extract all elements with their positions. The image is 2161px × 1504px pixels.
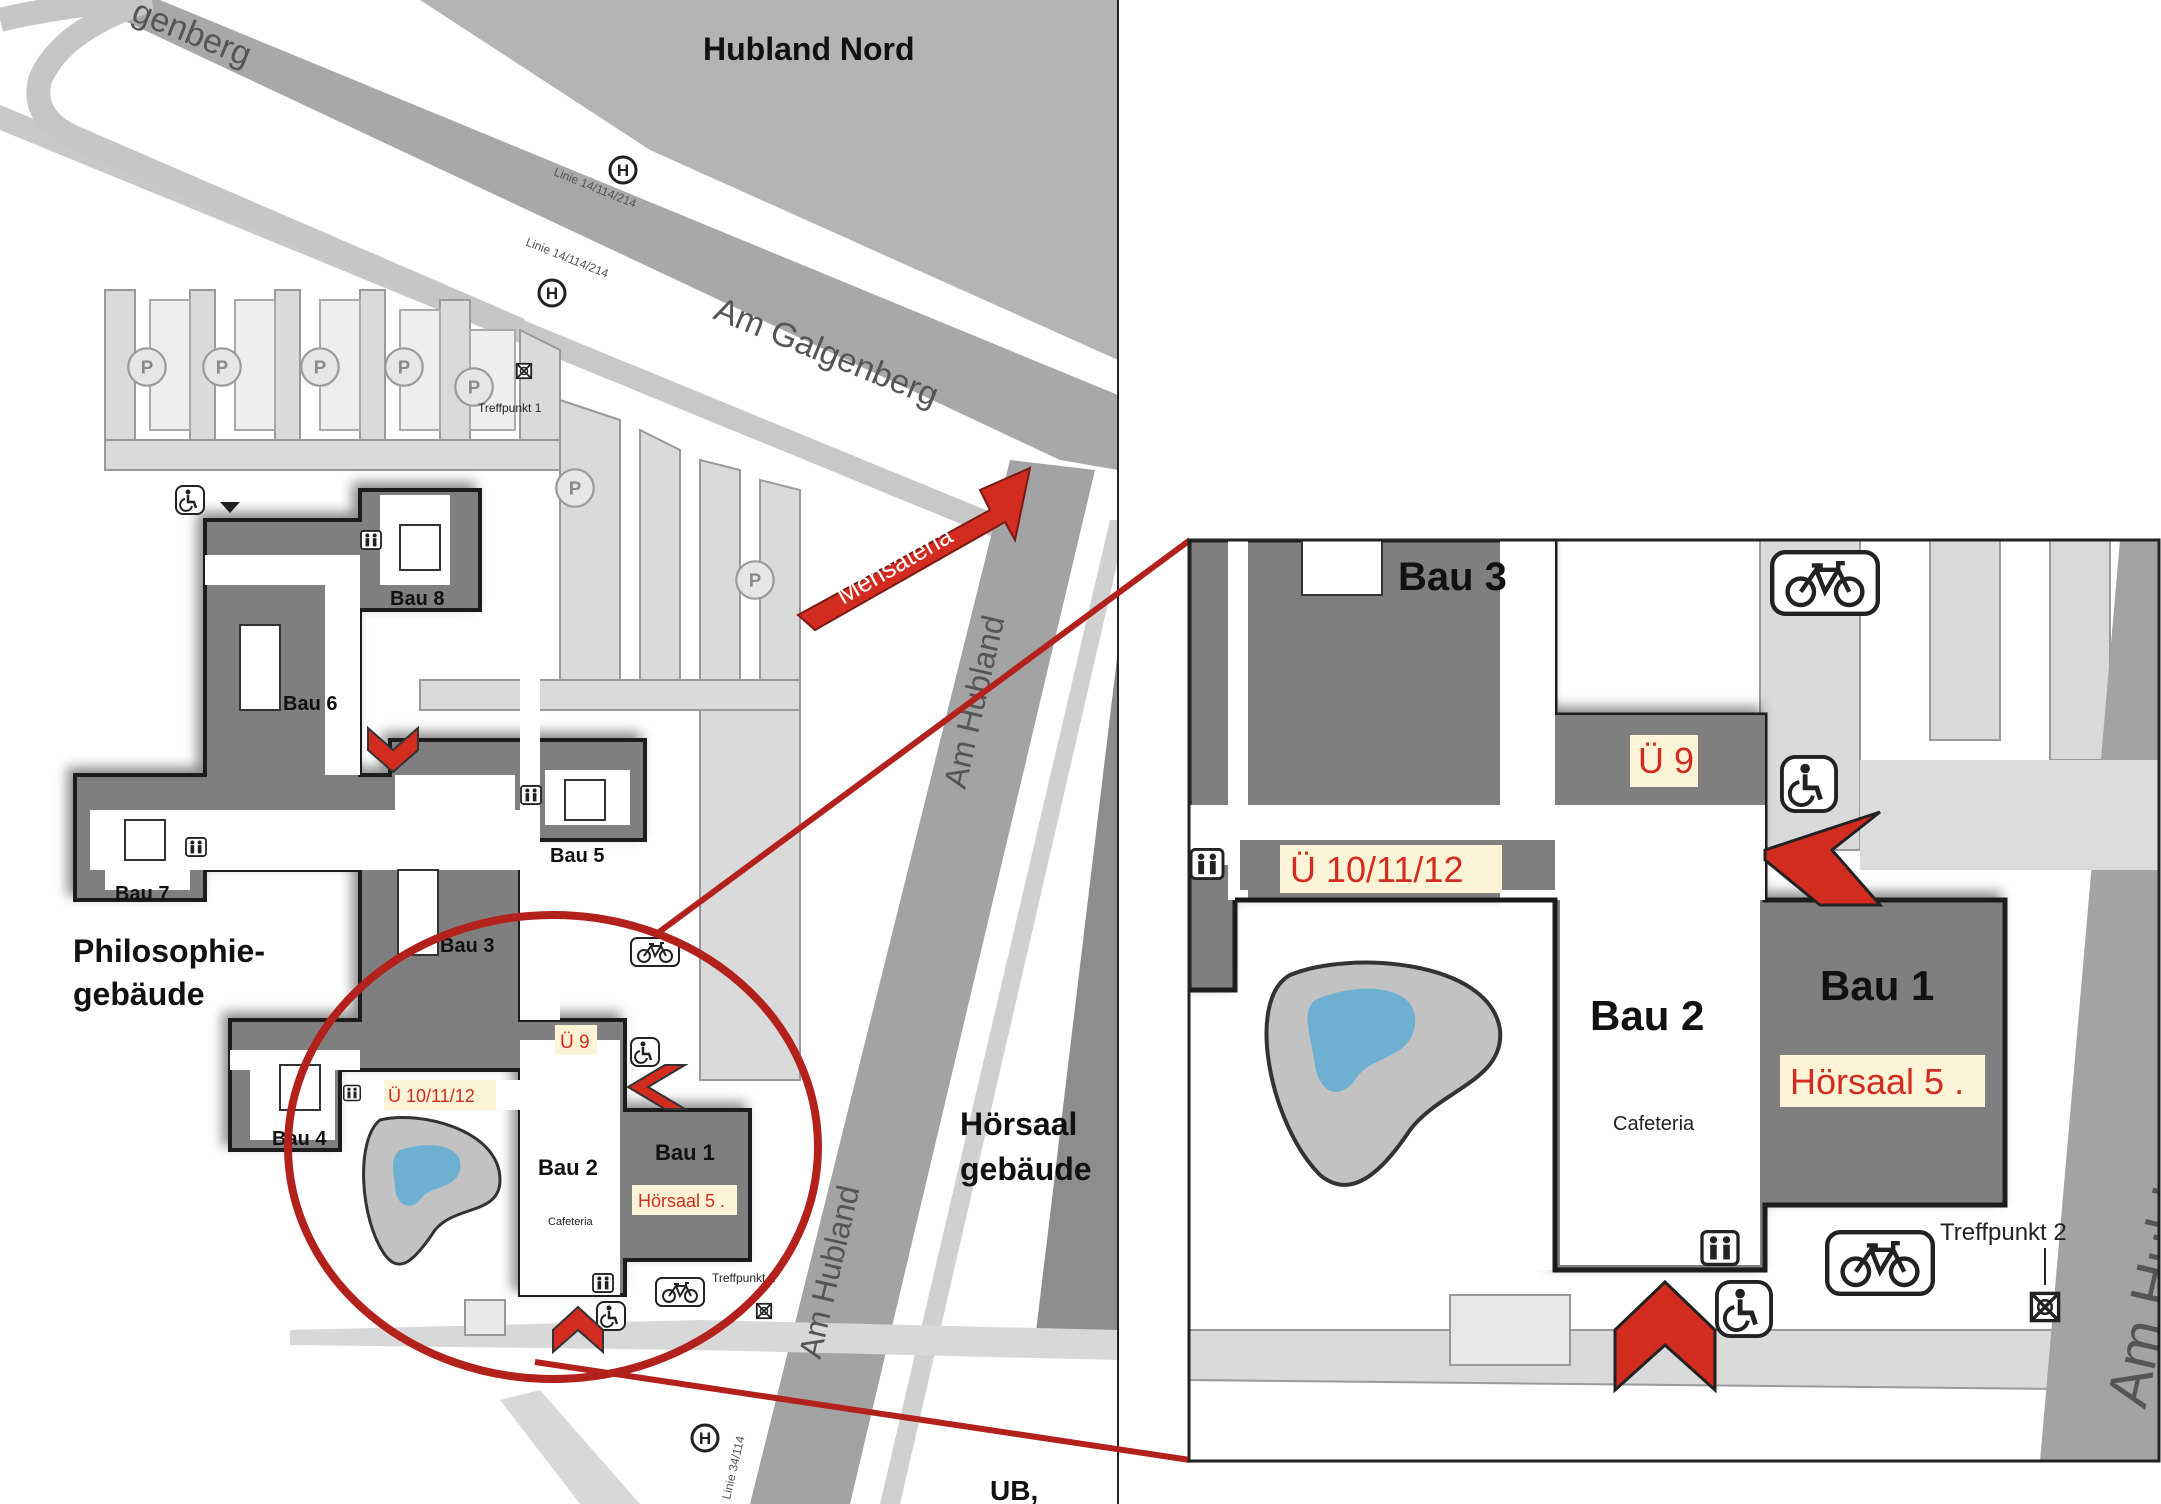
bau8-label: Bau 8	[390, 588, 444, 610]
entrance-arrow-icon	[367, 725, 689, 1355]
direction-arrow-icon	[796, 466, 1032, 632]
room-u10-label: Ü 10/11/12	[388, 1086, 475, 1106]
bau3-label: Bau 3	[440, 935, 494, 957]
restroom-icon	[1189, 848, 1225, 880]
bau6-label: Bau 6	[283, 693, 337, 715]
zoom-inset-frame	[1187, 538, 2161, 1463]
zoom-inset: Bau 3 Bau 2 Cafeteria Bau 1 Ü 9 Ü 10/11/…	[1189, 540, 2159, 1461]
road-am-galgenberg	[80, 0, 1118, 470]
bau5-label: Bau 5	[550, 845, 604, 867]
lecture-hall-label-2: gebäude	[960, 1151, 1092, 1187]
restroom-icon	[1700, 1230, 1740, 1266]
inset-bau3-label: Bau 3	[1398, 555, 1507, 599]
pond	[362, 1116, 502, 1266]
inset-room-u10-label: Ü 10/11/12	[1290, 849, 1463, 890]
meeting-point-1-label: Treffpunkt 1	[478, 401, 542, 415]
inset-room-u9-label: Ü 9	[1638, 740, 1694, 781]
bau4-label: Bau 4	[272, 1128, 327, 1150]
inset-bau2-label: Bau 2	[1590, 992, 1704, 1039]
bau2-label: Bau 2	[538, 1155, 598, 1180]
philosophy-building-label-1: Philosophie-	[73, 933, 265, 969]
room-u9-label: Ü 9	[560, 1032, 590, 1053]
inset-meeting-point-2-label: Treffpunkt 2	[1940, 1219, 2067, 1246]
meeting-point-2-label: Treffpunkt 2	[712, 1271, 776, 1285]
hubland-nord-area	[420, 0, 1118, 360]
bicycle-icon	[1827, 1232, 1933, 1294]
parking-area	[104, 289, 801, 1081]
bau1-label: Bau 1	[655, 1140, 715, 1165]
zoom-connector-top	[653, 537, 1192, 938]
highlight-circle	[284, 911, 822, 1383]
wheelchair-icon	[1782, 757, 1836, 811]
entrance-arrow-icon	[1613, 810, 1884, 1394]
wheelchair-icon	[1717, 1282, 1771, 1336]
inset-bau1-label: Bau 1	[1820, 962, 1934, 1009]
cafeteria-label: Cafeteria	[548, 1216, 594, 1228]
area-hubland-nord: Hubland Nord	[703, 31, 915, 67]
inset-room-hoersaal-label: Hörsaal 5 .	[1790, 1061, 1964, 1102]
bau7-label: Bau 7	[115, 883, 169, 905]
meeting-point-icon	[755, 1302, 773, 1320]
lecture-hall-label-1: Hörsaal	[960, 1106, 1077, 1142]
inset-cafeteria-label: Cafeteria	[1613, 1113, 1695, 1135]
zoom-connector-bottom	[534, 1359, 1191, 1463]
bicycle-icon	[1772, 552, 1878, 614]
road-am-hubland	[750, 460, 1095, 1504]
meeting-point-icon	[515, 362, 533, 380]
meeting-point-icon	[2029, 1291, 2061, 1323]
room-hoersaal-label: Hörsaal 5 .	[638, 1191, 725, 1211]
philosophy-building-label-2: gebäude	[73, 976, 205, 1012]
main-map: Bau 8 Bau 6 Bau 5 Bau 7 Bau 3 Bau 4 Bau …	[0, 0, 1118, 1504]
ub-label: UB,	[990, 1475, 1038, 1504]
